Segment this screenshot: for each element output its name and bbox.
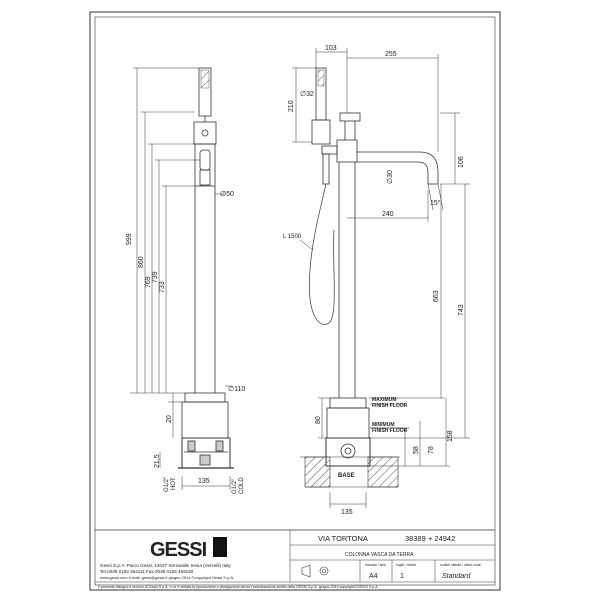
dim-58: 58 — [413, 446, 420, 454]
title-block: GESSI Gessi S.p.A. Parco Gessi, 13037 Se… — [95, 529, 495, 589]
side-dimension-texts: 103 255 ∅32 210 106 ∅30 15° 240 663 743 … — [283, 45, 465, 516]
front-mixer-body — [194, 143, 216, 187]
dim-663: 663 — [433, 290, 440, 302]
side-holder — [311, 119, 331, 145]
label-base: BASE — [338, 473, 355, 479]
dim-78: 78 — [428, 446, 435, 454]
side-spout — [357, 151, 439, 184]
dim-g-half-cold: G1/2" — [232, 479, 238, 494]
outer-frame — [89, 11, 501, 591]
codice-value: Standard — [442, 573, 472, 580]
dim-d32: ∅32 — [300, 91, 314, 98]
front-dimension-texts: 999 860 769 739 733 20 ∅50 ∅110 135 21,5… — [126, 191, 245, 494]
dim-d50: ∅50 — [220, 191, 234, 198]
side-view — [309, 67, 439, 467]
front-lever — [199, 149, 211, 171]
dim-80: 80 — [315, 416, 322, 424]
front-holder — [193, 121, 217, 145]
dim-999: 999 — [126, 233, 133, 245]
gessi-logo: GESSI — [150, 537, 227, 561]
company-phone: Tel.0039 0163 454111 Fax.0039 0163 45915… — [100, 569, 194, 574]
product-name: VIA TORTONA — [318, 534, 368, 543]
side-base-flange — [329, 397, 367, 409]
foglio-value: 1 — [400, 573, 404, 580]
company-address: Gessi S.p.A. Parco Gessi, 13037 Serraval… — [100, 563, 231, 568]
side-dimension-lines — [292, 48, 470, 508]
inner-frame — [94, 16, 496, 586]
label-hot: HOT — [171, 477, 177, 490]
dim-21-5: 21,5 — [154, 454, 161, 468]
dim-743: 743 — [458, 304, 465, 316]
label-min-finish-floor: FINISH FLOOR — [372, 428, 408, 434]
dim-210: 210 — [288, 100, 295, 112]
floor-section — [300, 456, 400, 488]
label-maximum: MAXIMUM — [372, 397, 396, 403]
dim-106: 106 — [458, 156, 465, 168]
company-web: www.gessi.com e.mail: gessi@gessi.it giu… — [100, 575, 234, 580]
dim-103: 103 — [325, 45, 337, 52]
side-mixer-body — [336, 139, 358, 163]
label-cold: COLD — [239, 477, 245, 494]
front-view — [178, 67, 234, 469]
dim-733: 733 — [159, 281, 166, 293]
dim-739: 739 — [152, 271, 159, 283]
side-mounting-block — [325, 437, 371, 467]
side-hose — [309, 183, 335, 325]
dim-860: 860 — [138, 256, 145, 268]
dim-240: 240 — [382, 211, 394, 218]
dim-20: 20 — [166, 415, 173, 423]
foglio-label: foglio / sheet — [396, 563, 416, 567]
dim-135-side: 135 — [341, 509, 353, 516]
dim-d110: ∅110 — [228, 386, 245, 393]
dim-g-half-hot: G1/2" — [164, 477, 170, 492]
dim-158: 158 — [447, 430, 454, 442]
projection-icon — [301, 564, 329, 578]
product-description: COLONNA VASCA DA TERRA — [345, 552, 414, 558]
dim-769: 769 — [145, 276, 152, 288]
formato-label: formato / size — [365, 563, 386, 567]
footer-notice: Il presente disegno è tecnico di Gessi S… — [98, 585, 379, 589]
dim-135-front: 135 — [198, 478, 210, 485]
dim-255: 255 — [385, 51, 397, 58]
formato-value: A4 — [369, 573, 378, 580]
codice-label: codice cliente / client code — [440, 563, 481, 567]
label-minimum: MINIMUM — [372, 422, 395, 428]
label-max-finish-floor: FINISH FLOOR — [372, 403, 408, 409]
side-hose-connector — [322, 153, 330, 185]
logo-text: GESSI — [150, 539, 207, 561]
front-base-flange — [184, 392, 226, 403]
side-lever — [339, 112, 361, 122]
dim-15deg: 15° — [430, 199, 441, 207]
product-code: 38389 + 24942 — [405, 534, 455, 543]
front-dimension-lines — [130, 67, 232, 490]
label-hose-length: L 1500 — [283, 234, 302, 240]
dim-d30: ∅30 — [387, 170, 394, 184]
